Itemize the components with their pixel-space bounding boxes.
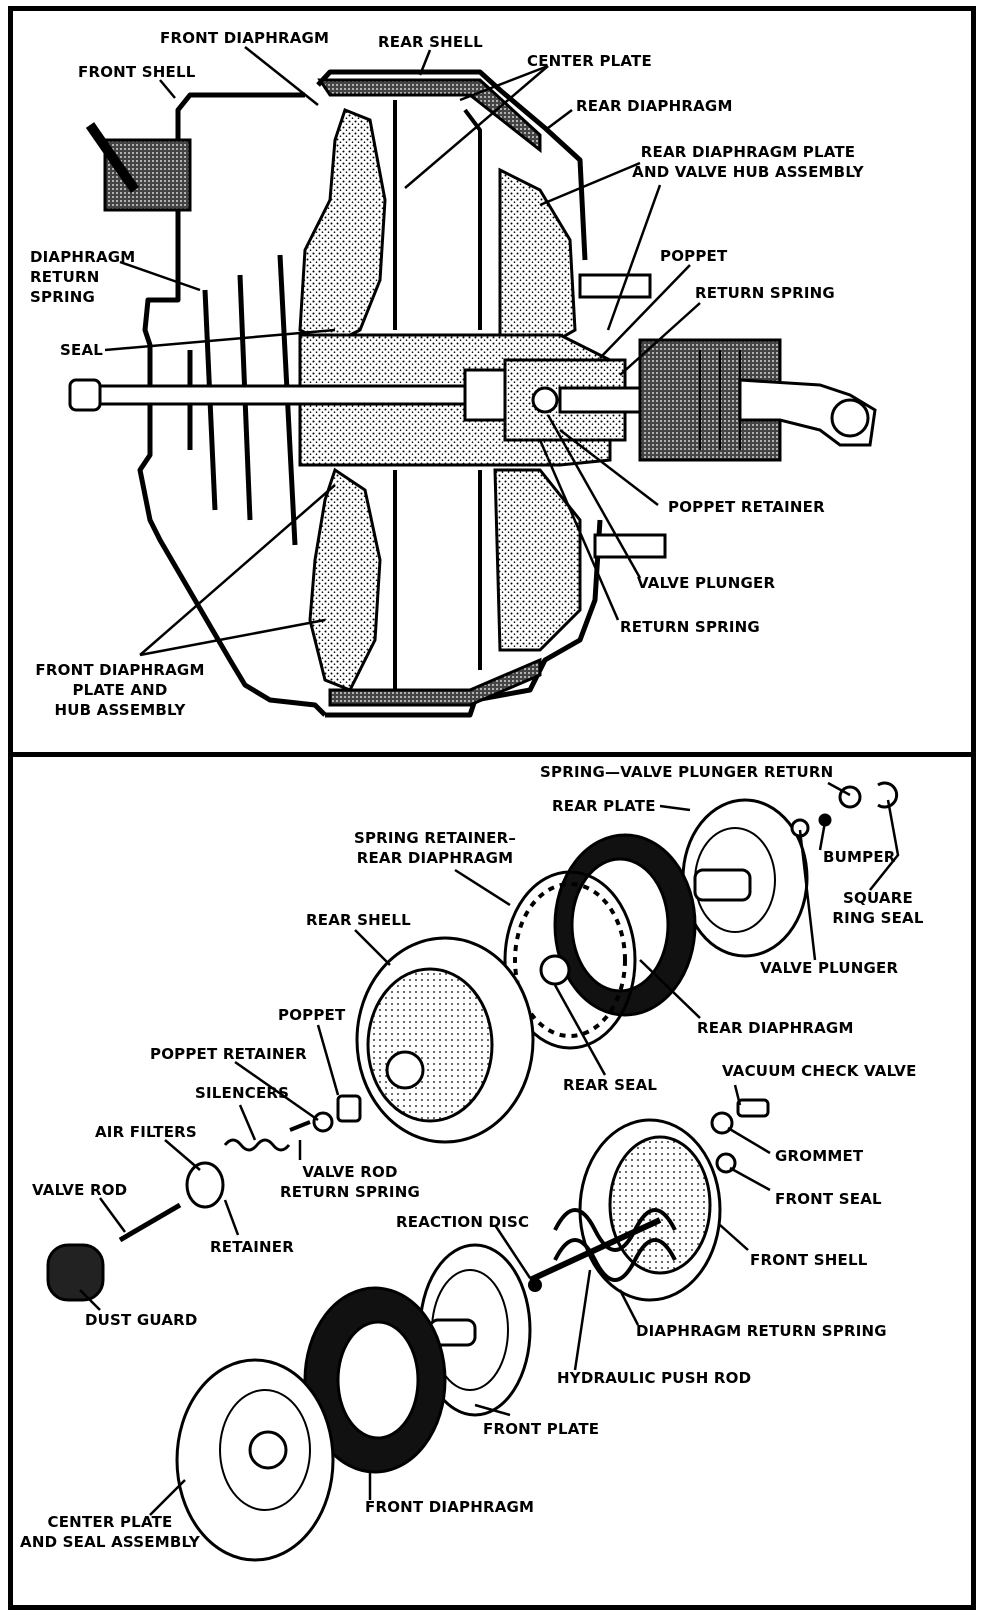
label-valve-rod: VALVE ROD	[32, 1181, 128, 1199]
label-poppet-retainer: POPPET RETAINER	[668, 498, 825, 516]
label-diaphragm-return-spring: DIAPHRAGM RETURN SPRING	[30, 248, 136, 306]
rear-diaphragm-part	[553, 833, 697, 1017]
exploded-leader-lines	[79, 781, 900, 1516]
label-seal: SEAL	[60, 341, 104, 359]
label-front-shell: FRONT SHELL	[78, 63, 196, 81]
label-hydraulic-push-rod: HYDRAULIC PUSH ROD	[557, 1369, 752, 1387]
valve-assembly	[503, 338, 877, 462]
spring-retainer-part	[503, 870, 637, 1050]
push-rod	[68, 368, 507, 422]
label-valve-plunger-exploded: VALVE PLUNGER	[760, 959, 899, 977]
label-poppet-retainer-exploded: POPPET RETAINER	[150, 1045, 307, 1063]
center-plate-part	[175, 1358, 335, 1562]
label-front-diaphragm: FRONT DIAPHRAGM	[160, 29, 330, 47]
diaphragm-return-spring-part	[528, 1208, 677, 1283]
label-bumper: BUMPER	[823, 848, 896, 866]
label-return-spring-lower: RETURN SPRING	[620, 618, 760, 636]
label-square-ring-seal: SQUARE RING SEAL	[832, 889, 924, 927]
label-grommet: GROMMET	[775, 1147, 864, 1165]
label-center-plate-seal-assembly: CENTER PLATE AND SEAL ASSEMBLY	[20, 1513, 200, 1551]
label-valve-plunger: VALVE PLUNGER	[637, 574, 776, 592]
label-rear-diaphragm: REAR DIAPHRAGM	[576, 97, 733, 115]
rear-shell-part	[355, 936, 535, 1144]
label-dust-guard: DUST GUARD	[85, 1311, 198, 1329]
label-valve-rod-return-spring: VALVE ROD RETURN SPRING	[280, 1163, 420, 1201]
front-diaphragm-plate-section	[298, 108, 387, 692]
rear-plate-part	[681, 798, 809, 958]
label-spring-valve-plunger-return: SPRING—VALVE PLUNGER RETURN	[540, 763, 834, 781]
label-retainer: RETAINER	[210, 1238, 295, 1256]
small-valve-parts	[46, 781, 899, 1302]
label-vacuum-check-valve: VACUUM CHECK VALVE	[722, 1062, 917, 1080]
label-air-filters: AIR FILTERS	[95, 1123, 197, 1141]
label-reaction-disc: REACTION DISC	[396, 1213, 530, 1231]
label-rear-shell-exploded: REAR SHELL	[306, 911, 411, 929]
front-diaphragm-part	[303, 1286, 447, 1474]
label-rear-diaphragm-plate-hub: REAR DIAPHRAGM PLATE AND VALVE HUB ASSEM…	[632, 143, 864, 181]
vacuum-fitting	[85, 122, 192, 212]
rear-shell-section	[317, 78, 542, 707]
label-rear-shell: REAR SHELL	[378, 33, 483, 51]
mounting-studs	[578, 273, 667, 559]
label-return-spring-upper: RETURN SPRING	[695, 284, 835, 302]
label-front-diaphragm-exploded: FRONT DIAPHRAGM	[365, 1498, 535, 1516]
label-silencers: SILENCERS	[195, 1084, 290, 1102]
label-rear-diaphragm-exploded: REAR DIAPHRAGM	[697, 1019, 854, 1037]
center-plate-section	[393, 100, 482, 690]
label-front-seal: FRONT SEAL	[775, 1190, 882, 1208]
label-poppet-exploded: POPPET	[278, 1006, 346, 1024]
sectional-view-drawing	[68, 46, 877, 718]
label-center-plate: CENTER PLATE	[527, 52, 652, 70]
label-rear-plate: REAR PLATE	[552, 797, 656, 815]
label-front-shell-exploded: FRONT SHELL	[750, 1251, 868, 1269]
label-front-plate: FRONT PLATE	[483, 1420, 600, 1438]
label-front-diaphragm-plate-hub: FRONT DIAPHRAGM PLATE AND HUB ASSEMBLY	[35, 661, 205, 719]
reaction-disc-part	[528, 1278, 542, 1292]
label-rear-seal: REAR SEAL	[563, 1076, 658, 1094]
label-diaphragm-return-spring-exploded: DIAPHRAGM RETURN SPRING	[636, 1322, 887, 1340]
label-poppet: POPPET	[660, 247, 728, 265]
label-spring-retainer-rear-diaphragm: SPRING RETAINER– REAR DIAPHRAGM	[353, 829, 517, 867]
sectional-leader-lines	[104, 46, 701, 657]
